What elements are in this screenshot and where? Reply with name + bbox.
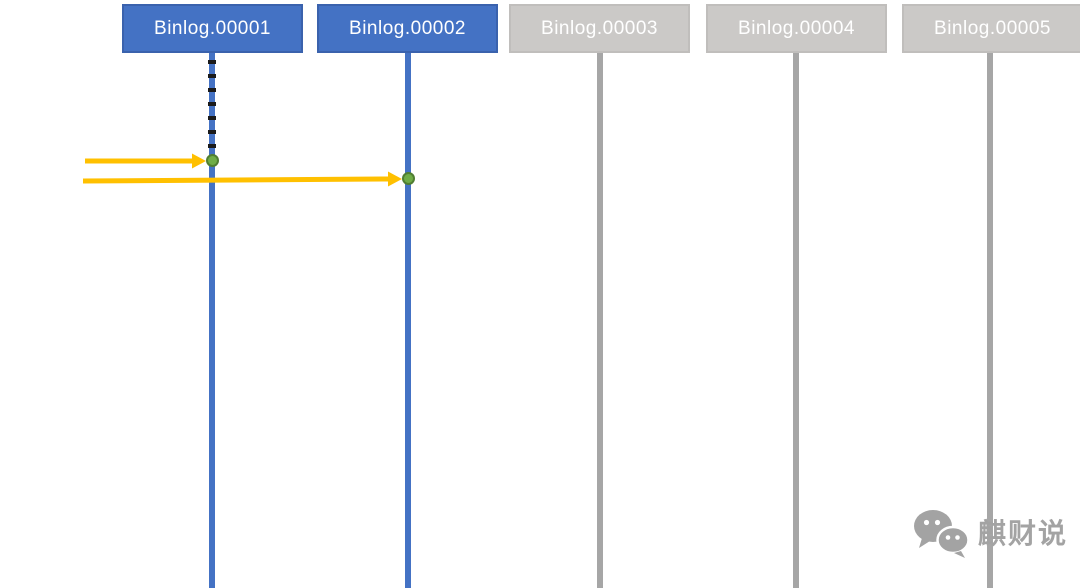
binlog-label: Binlog.00003 [541, 17, 658, 39]
binlog-timeline-00001 [209, 53, 215, 588]
arrow-to-binlog-00002-position [82, 171, 402, 187]
binlog-label: Binlog.00002 [349, 17, 466, 39]
binlog-label: Binlog.00005 [934, 17, 1051, 39]
binlog-timeline-00003 [597, 53, 603, 588]
arrow-to-binlog-00001-position [85, 153, 206, 169]
binlog-box-00002: Binlog.00002 [317, 4, 498, 53]
binlog-label: Binlog.00004 [738, 17, 855, 39]
watermark-label: 麒财说 [978, 518, 1069, 549]
arrow-shaft [82, 176, 389, 184]
binlog-timeline-00004 [793, 53, 799, 588]
binlog-event-dashes [208, 60, 216, 152]
binlog-timeline-00002 [405, 53, 411, 588]
wechat-icon [914, 510, 970, 558]
binlog-box-00001: Binlog.00001 [122, 4, 303, 53]
watermark: 麒财说 [912, 508, 1068, 560]
position-marker-binlog-00001 [206, 154, 219, 167]
binlog-timeline-00005 [987, 53, 993, 588]
binlog-box-00005: Binlog.00005 [902, 4, 1080, 53]
binlog-box-00004: Binlog.00004 [706, 4, 887, 53]
position-marker-binlog-00002 [402, 172, 415, 185]
binlog-box-00003: Binlog.00003 [509, 4, 690, 53]
arrow-head-icon [192, 153, 206, 169]
arrow-head-icon [388, 171, 402, 187]
binlog-label: Binlog.00001 [154, 17, 271, 39]
